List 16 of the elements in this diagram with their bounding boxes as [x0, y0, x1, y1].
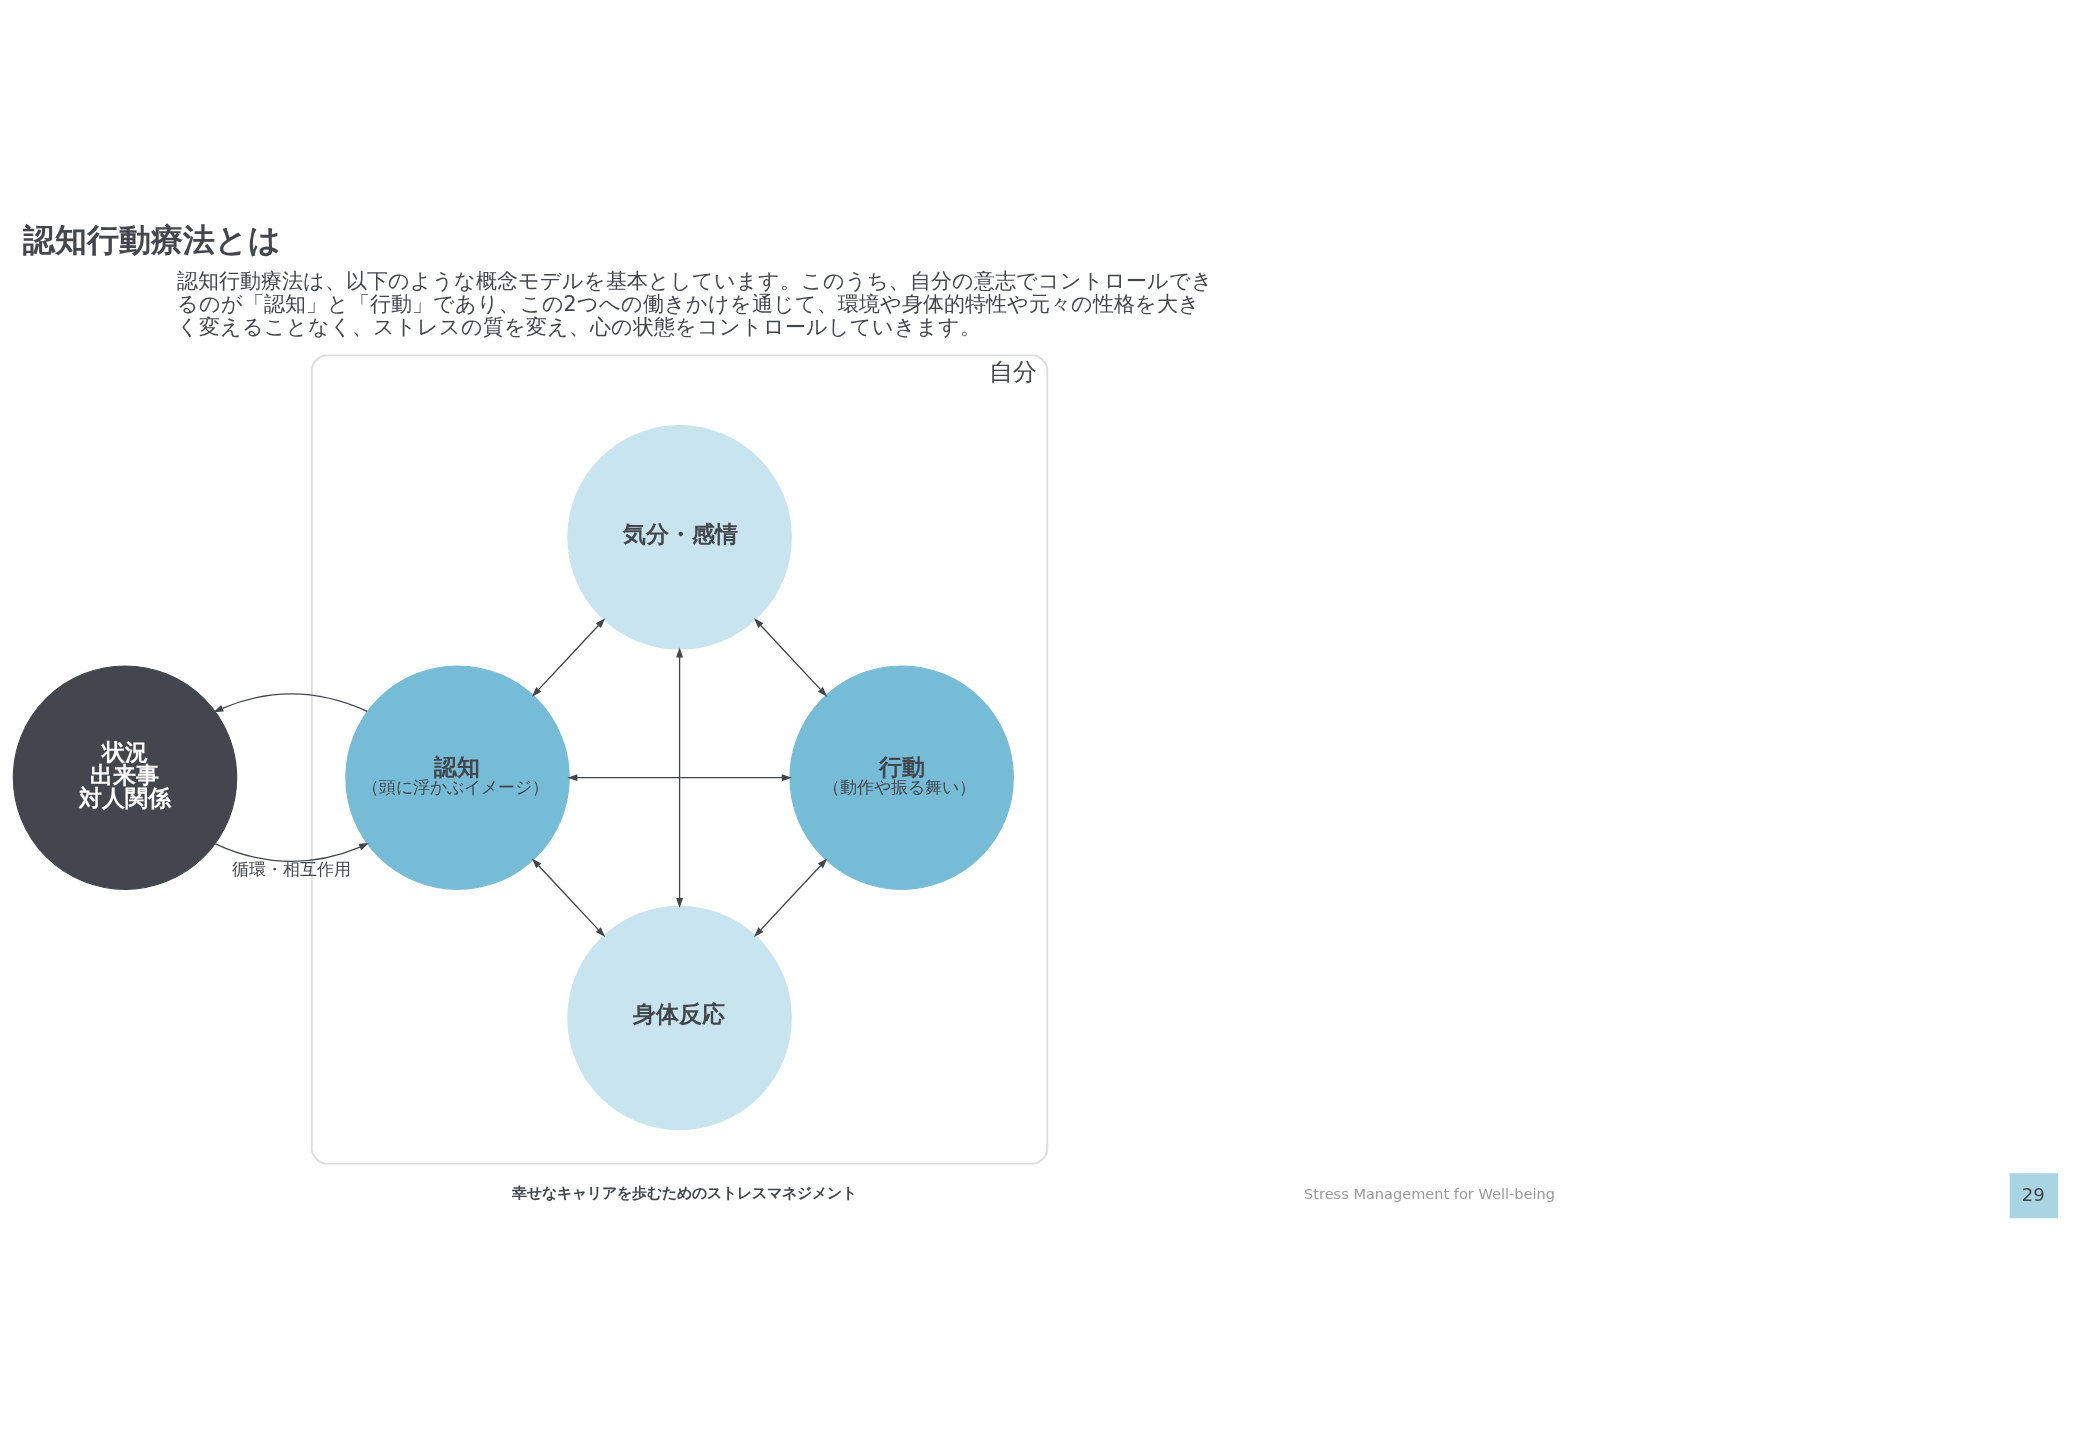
label: Stress Management for Well-being	[1304, 1185, 1555, 1203]
arrow	[214, 843, 369, 862]
arrow	[754, 618, 828, 697]
label: 認知行動療法は、以下のような概念モデルを基本としています。このうち、自分の意志でコントロールできるのが「認知」と「行動」であり、この2つへの働きかけを通じて、環境や身体的特性や元々の性格を大きく変えることなく、ストレスの質を変え、心の状態をコントロールしていきます。	[176, 269, 1213, 340]
label: 29	[2021, 1183, 2045, 1205]
arrow	[213, 693, 368, 713]
arrow	[531, 858, 606, 937]
diagram-title: 認知行動療法とは	[23, 221, 282, 258]
node-circle: 身体反応	[567, 905, 792, 1131]
node-circle: 気分・感情	[567, 425, 792, 650]
arrow	[754, 858, 828, 937]
label: 幸せなキャリアを歩むためのストレスマネジメント	[511, 1184, 857, 1202]
arrow	[532, 618, 606, 697]
arrow	[676, 647, 684, 908]
arrow	[567, 774, 792, 782]
node-circle: 行動 （動作や振る舞い）	[789, 665, 1014, 890]
